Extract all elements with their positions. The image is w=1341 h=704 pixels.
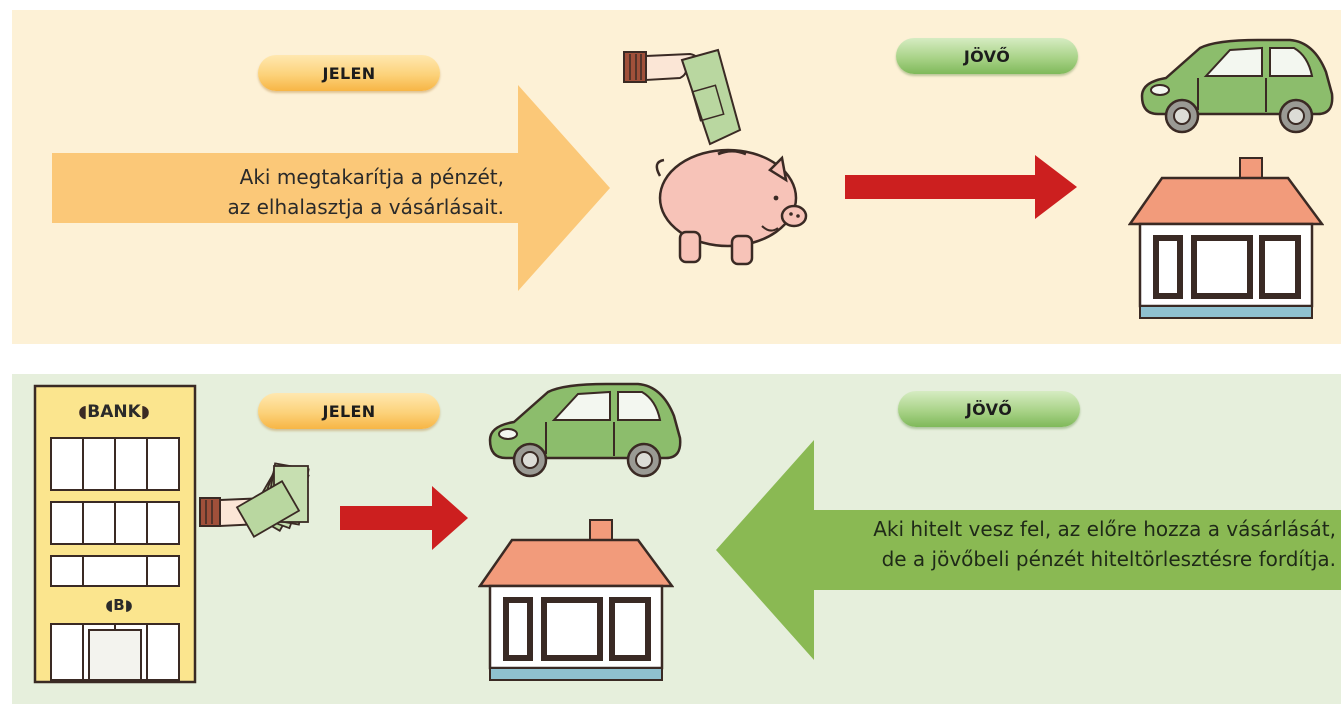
bank-logo: ◖B◗ <box>105 596 133 614</box>
red-arrow-bottom <box>340 486 468 550</box>
present-label-top: JELEN <box>258 55 440 91</box>
car-icon-top <box>1140 38 1334 134</box>
house-icon-bottom <box>478 519 674 681</box>
car-icon-bottom <box>488 382 682 478</box>
bank-building-icon <box>33 384 197 684</box>
bank-sign: ◖BANK◗ <box>78 402 150 422</box>
saving-arrow-text: Aki megtakarítja a pénzét, az elhalasztj… <box>227 165 505 219</box>
hand-with-banknote-icon <box>623 48 742 146</box>
credit-arrow <box>716 440 1341 660</box>
house-icon-top <box>1128 157 1324 319</box>
hand-with-cash-icon <box>199 462 310 538</box>
saving-arrow <box>52 85 610 291</box>
future-label-top: JÖVŐ <box>896 38 1078 74</box>
credit-arrow-text: Aki hitelt vesz fel, az előre hozza a vá… <box>873 517 1336 571</box>
red-arrow-top <box>845 155 1077 219</box>
present-label-bottom: JELEN <box>258 393 440 429</box>
piggy-bank-icon <box>655 148 808 266</box>
future-label-bottom: JÖVŐ <box>898 391 1080 427</box>
